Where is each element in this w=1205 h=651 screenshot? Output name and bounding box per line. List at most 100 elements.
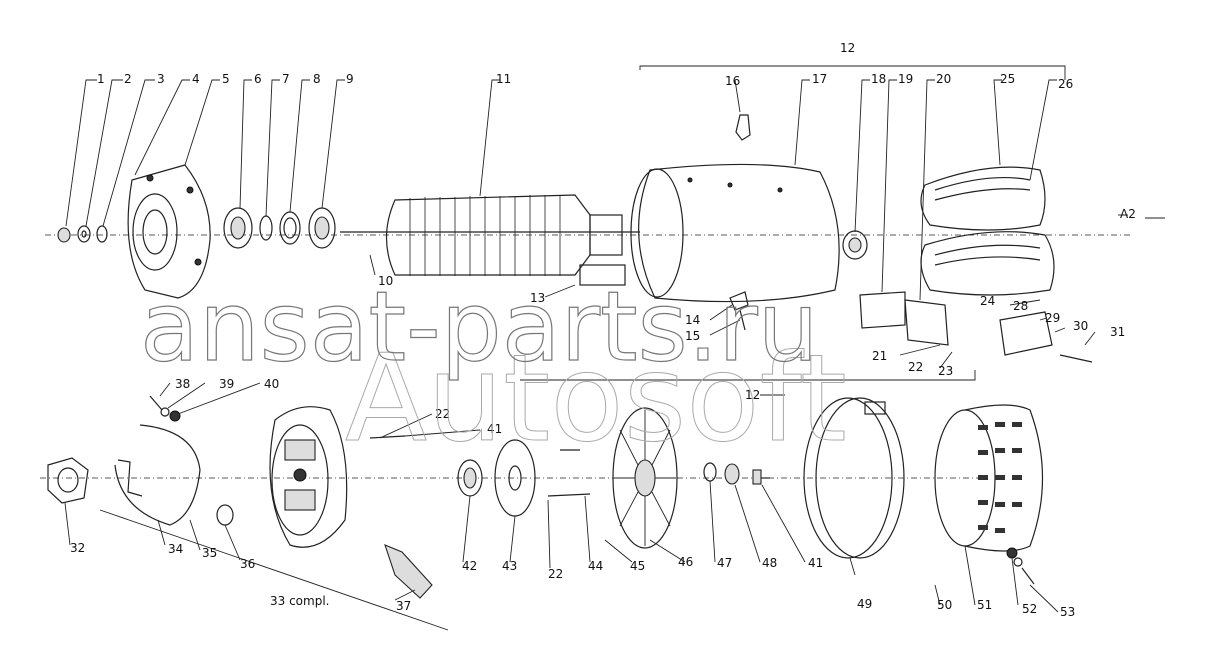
callout-46: 46 xyxy=(678,555,693,569)
part-screw-41b xyxy=(752,469,770,485)
callout-29: 29 xyxy=(1045,311,1060,325)
callout-41-b: 41 xyxy=(808,556,823,570)
callout-13: 13 xyxy=(530,291,545,305)
part-stator-housing-17 xyxy=(630,163,840,303)
callout-38: 38 xyxy=(175,377,190,391)
callout-11: 11 xyxy=(496,72,511,86)
watermark-primary: ansat-parts.ru xyxy=(140,271,819,383)
leader-lines xyxy=(64,79,1165,613)
part-washer-2 xyxy=(77,225,91,243)
callout-22-b: 22 xyxy=(908,360,923,374)
callout-9: 9 xyxy=(346,72,354,86)
callout-32: 32 xyxy=(70,541,85,555)
callout-53: 53 xyxy=(1060,605,1075,619)
callout-6: 6 xyxy=(254,72,262,86)
callout-19: 19 xyxy=(898,72,913,86)
callout-3: 3 xyxy=(157,72,165,86)
callout-15: 15 xyxy=(685,329,700,343)
part-clamp-band-34 xyxy=(114,424,201,526)
callout-49: 49 xyxy=(857,597,872,611)
callout-10: 10 xyxy=(378,274,393,288)
callout-39: 39 xyxy=(219,377,234,391)
part-front-cover-5 xyxy=(127,164,211,299)
callout-24: 24 xyxy=(980,294,995,308)
part-nut-40 xyxy=(169,410,181,422)
callout-12-top: 12 xyxy=(840,41,855,55)
part-item-13 xyxy=(579,264,626,286)
part-field-coil-26 xyxy=(920,231,1055,296)
callout-36: 36 xyxy=(240,557,255,571)
callout-51: 51 xyxy=(977,598,992,612)
callout-1: 1 xyxy=(97,72,105,86)
callout-25: 25 xyxy=(1000,72,1015,86)
callout-4: 4 xyxy=(192,72,200,86)
callout-43: 43 xyxy=(502,559,517,573)
callout-a2: A2 xyxy=(1120,207,1136,221)
callout-7: 7 xyxy=(282,72,290,86)
callout-18: 18 xyxy=(871,72,886,86)
callout-22-c: 22 xyxy=(548,567,563,581)
part-bolt-31 xyxy=(1059,354,1093,363)
watermark-secondary: Autosoft xyxy=(345,330,847,469)
callout-28: 28 xyxy=(1013,299,1028,313)
part-band-49 xyxy=(803,397,905,559)
callout-34: 34 xyxy=(168,542,183,556)
callout-35: 35 xyxy=(202,546,217,560)
callout-41-a: 41 xyxy=(487,422,502,436)
part-screw-41 xyxy=(369,435,406,439)
bracket-33-compl xyxy=(99,509,449,631)
callout-2: 2 xyxy=(124,72,132,86)
callout-52: 52 xyxy=(1022,602,1037,616)
callout-8: 8 xyxy=(313,72,321,86)
bracket-12-top xyxy=(639,65,1066,80)
part-brush-37 xyxy=(384,544,433,599)
callout-23: 23 xyxy=(938,364,953,378)
part-bearing-6 xyxy=(223,207,253,249)
callout-33-compl: 33 compl. xyxy=(270,594,329,608)
callout-14: 14 xyxy=(685,313,700,327)
part-fan-46 xyxy=(612,407,678,549)
part-flange-32 xyxy=(47,457,89,504)
callout-44: 44 xyxy=(588,559,603,573)
callout-16: 16 xyxy=(725,74,740,88)
part-ring-7 xyxy=(259,215,273,241)
part-vent-cover-50 xyxy=(934,404,1044,552)
part-brush-holder-29 xyxy=(999,311,1053,356)
part-nut-48 xyxy=(724,463,740,485)
callout-40: 40 xyxy=(264,377,279,391)
part-nut-1 xyxy=(57,227,71,243)
part-bolt-16 xyxy=(735,114,751,141)
callout-30: 30 xyxy=(1073,319,1088,333)
part-plate-19 xyxy=(859,291,906,329)
callout-50: 50 xyxy=(937,598,952,612)
part-washer-39 xyxy=(160,407,170,417)
part-washer-3 xyxy=(96,225,108,243)
part-bearing-9 xyxy=(308,207,336,249)
part-screw-38 xyxy=(149,395,163,411)
part-washer-36 xyxy=(216,504,234,526)
part-screw-53 xyxy=(1021,567,1035,585)
callout-37: 37 xyxy=(396,599,411,613)
callout-5: 5 xyxy=(222,72,230,86)
bracket-12-bottom xyxy=(520,370,976,381)
part-washer-52 xyxy=(1013,557,1023,567)
part-armature-11 xyxy=(340,194,640,276)
callout-45: 45 xyxy=(630,559,645,573)
part-field-coil-25 xyxy=(920,166,1046,231)
part-screw-15 xyxy=(739,309,746,331)
part-nut-51 xyxy=(1006,547,1018,559)
part-plate-20 xyxy=(904,299,949,346)
callout-26: 26 xyxy=(1058,77,1073,91)
callout-47: 47 xyxy=(717,556,732,570)
part-ring-8 xyxy=(279,211,301,245)
part-screw-44 xyxy=(547,493,591,497)
callout-42: 42 xyxy=(462,559,477,573)
callout-17: 17 xyxy=(812,72,827,86)
callout-48: 48 xyxy=(762,556,777,570)
callout-labels: 1 2 3 4 5 6 7 8 9 10 11 12 12 13 14 15 1… xyxy=(70,41,1136,619)
callout-22-a: 22 xyxy=(435,407,450,421)
callout-31: 31 xyxy=(1110,325,1125,339)
callout-20: 20 xyxy=(936,72,951,86)
